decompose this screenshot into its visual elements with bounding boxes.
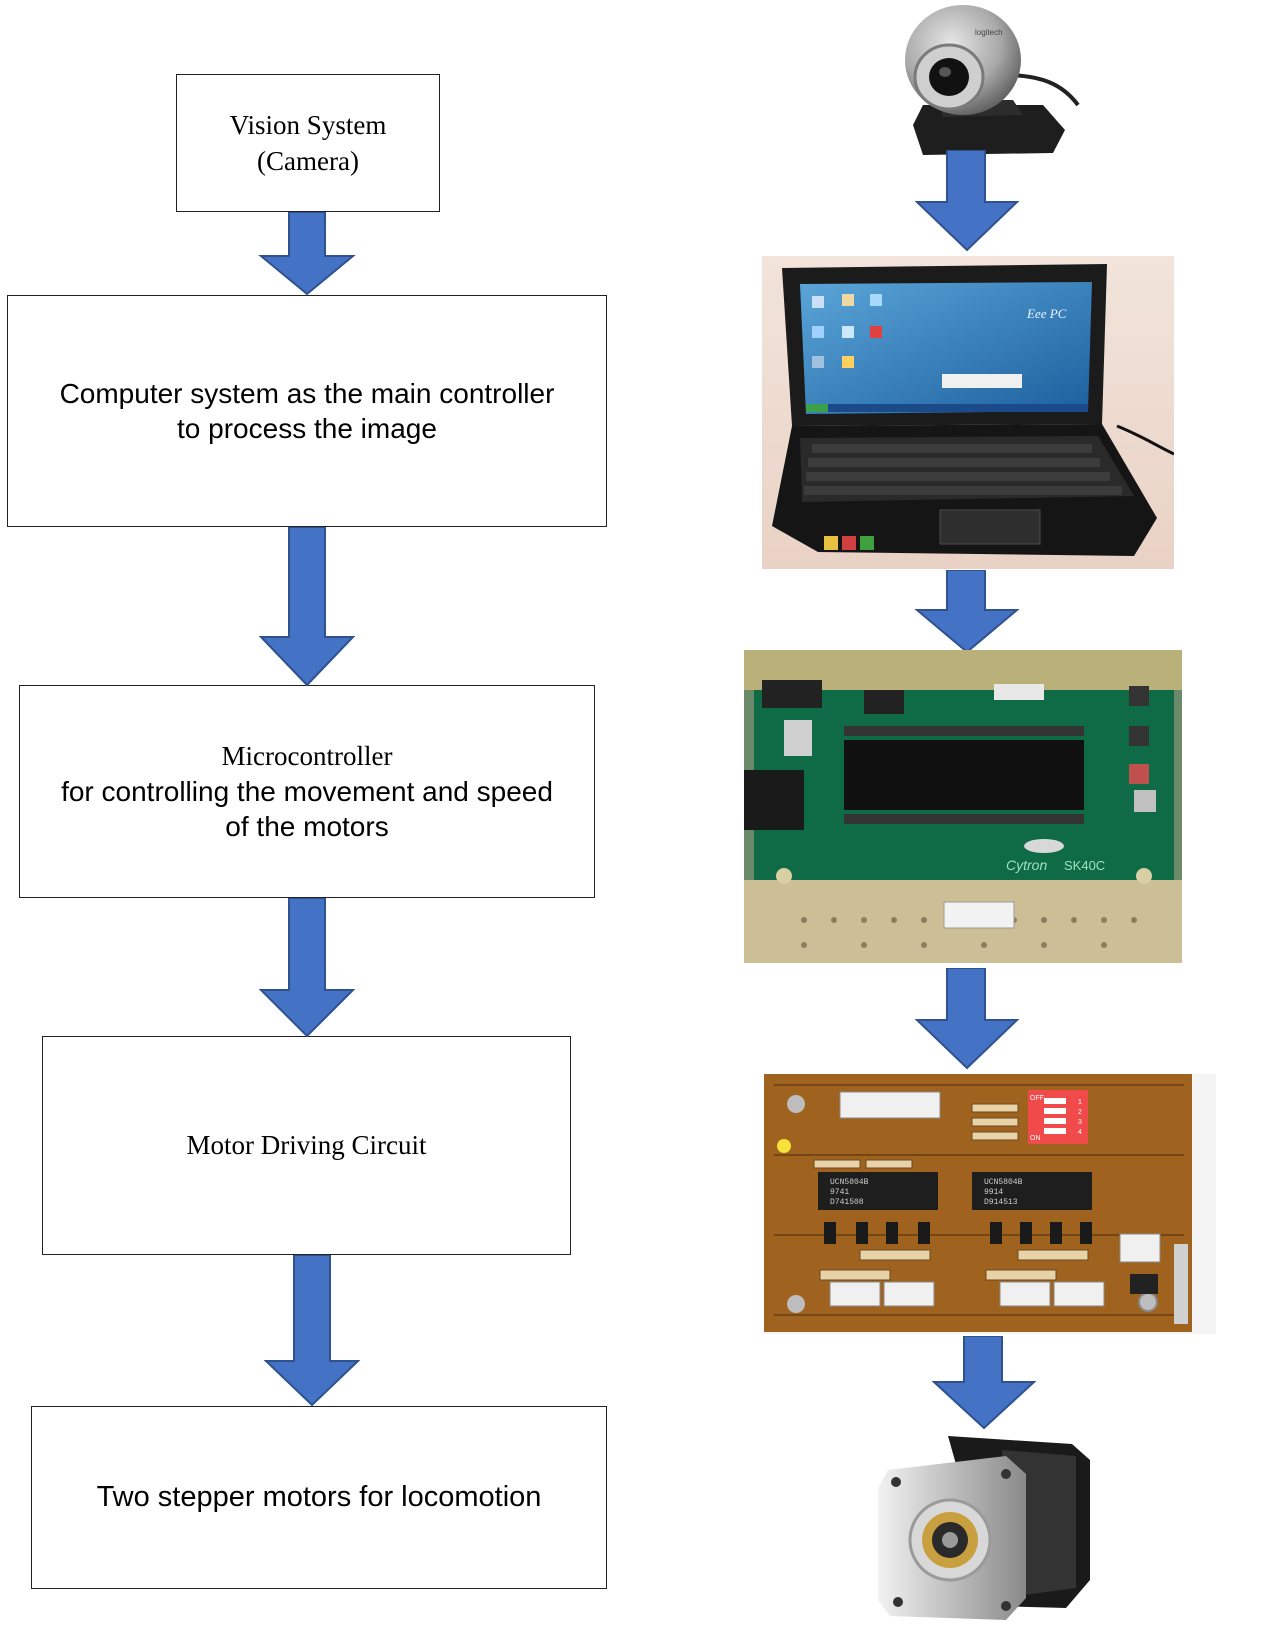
vision-system-title: Vision System xyxy=(229,109,387,140)
motor-driving-title: Motor Driving Circuit xyxy=(186,1130,427,1160)
motor-driving-box: Motor Driving Circuit xyxy=(42,1036,571,1255)
computer-system-line1: Computer system as the main controller xyxy=(59,378,555,409)
chip1-line3: D741508 xyxy=(830,1198,864,1207)
dip-label-2: 2 xyxy=(1078,1109,1082,1116)
chip2-line3: D914513 xyxy=(984,1198,1018,1207)
arrow-driver-to-motors xyxy=(263,1255,361,1407)
arrow-driver-to-stepper xyxy=(931,1336,1037,1430)
board-model-text: SK40C xyxy=(1064,858,1105,873)
board-brand-text: Cytron xyxy=(1006,857,1047,873)
svg-text:logitech: logitech xyxy=(975,28,1003,37)
stepper-motor-image xyxy=(878,1436,1090,1620)
stepper-motors-title: Two stepper motors for locomotion xyxy=(96,1481,542,1513)
dip-label-3: 3 xyxy=(1078,1119,1082,1126)
dip-label-1: 1 xyxy=(1078,1099,1082,1106)
microcontroller-box: Microcontroller for controlling the move… xyxy=(19,685,595,898)
dip-on-label: ON xyxy=(1030,1135,1041,1142)
chip2-line1: UCN5804B xyxy=(984,1178,1023,1187)
chip1-line2: 9741 xyxy=(830,1188,849,1197)
laptop-brand-text: Eee PC xyxy=(1026,306,1067,321)
arrow-webcam-to-laptop xyxy=(914,150,1020,252)
chip2-line2: 9914 xyxy=(984,1188,1003,1197)
dip-label-4: 4 xyxy=(1078,1129,1082,1136)
computer-system-line2: to process the image xyxy=(177,413,437,444)
dip-off-label: OFF xyxy=(1030,1095,1044,1102)
arrow-micro-to-driver xyxy=(258,898,356,1038)
webcam-image: logitech xyxy=(905,5,1080,155)
microcontroller-line3: of the motors xyxy=(225,811,389,843)
arrow-computer-to-micro xyxy=(258,527,356,687)
microcontroller-title: Microcontroller xyxy=(221,740,393,771)
vision-system-subtitle: (Camera) xyxy=(257,146,359,176)
chip1-line1: UCN5804B xyxy=(830,1178,869,1187)
arrow-laptop-to-microcontroller xyxy=(914,570,1020,654)
microcontroller-board-image: Cytron SK40C xyxy=(744,650,1182,963)
motor-driver-board-image: 1 2 3 4 ON OFF UCN5804B 9741 D741508 UCN… xyxy=(764,1074,1216,1334)
laptop-image: Eee PC xyxy=(762,256,1174,569)
stepper-motors-box: Two stepper motors for locomotion xyxy=(31,1406,607,1589)
microcontroller-line2: for controlling the movement and speed xyxy=(61,776,553,808)
arrow-vision-to-computer xyxy=(258,212,356,296)
arrow-microcontroller-to-driver xyxy=(914,968,1020,1070)
vision-system-box: Vision System (Camera) xyxy=(176,74,440,212)
computer-system-box: Computer system as the main controller t… xyxy=(7,295,607,527)
